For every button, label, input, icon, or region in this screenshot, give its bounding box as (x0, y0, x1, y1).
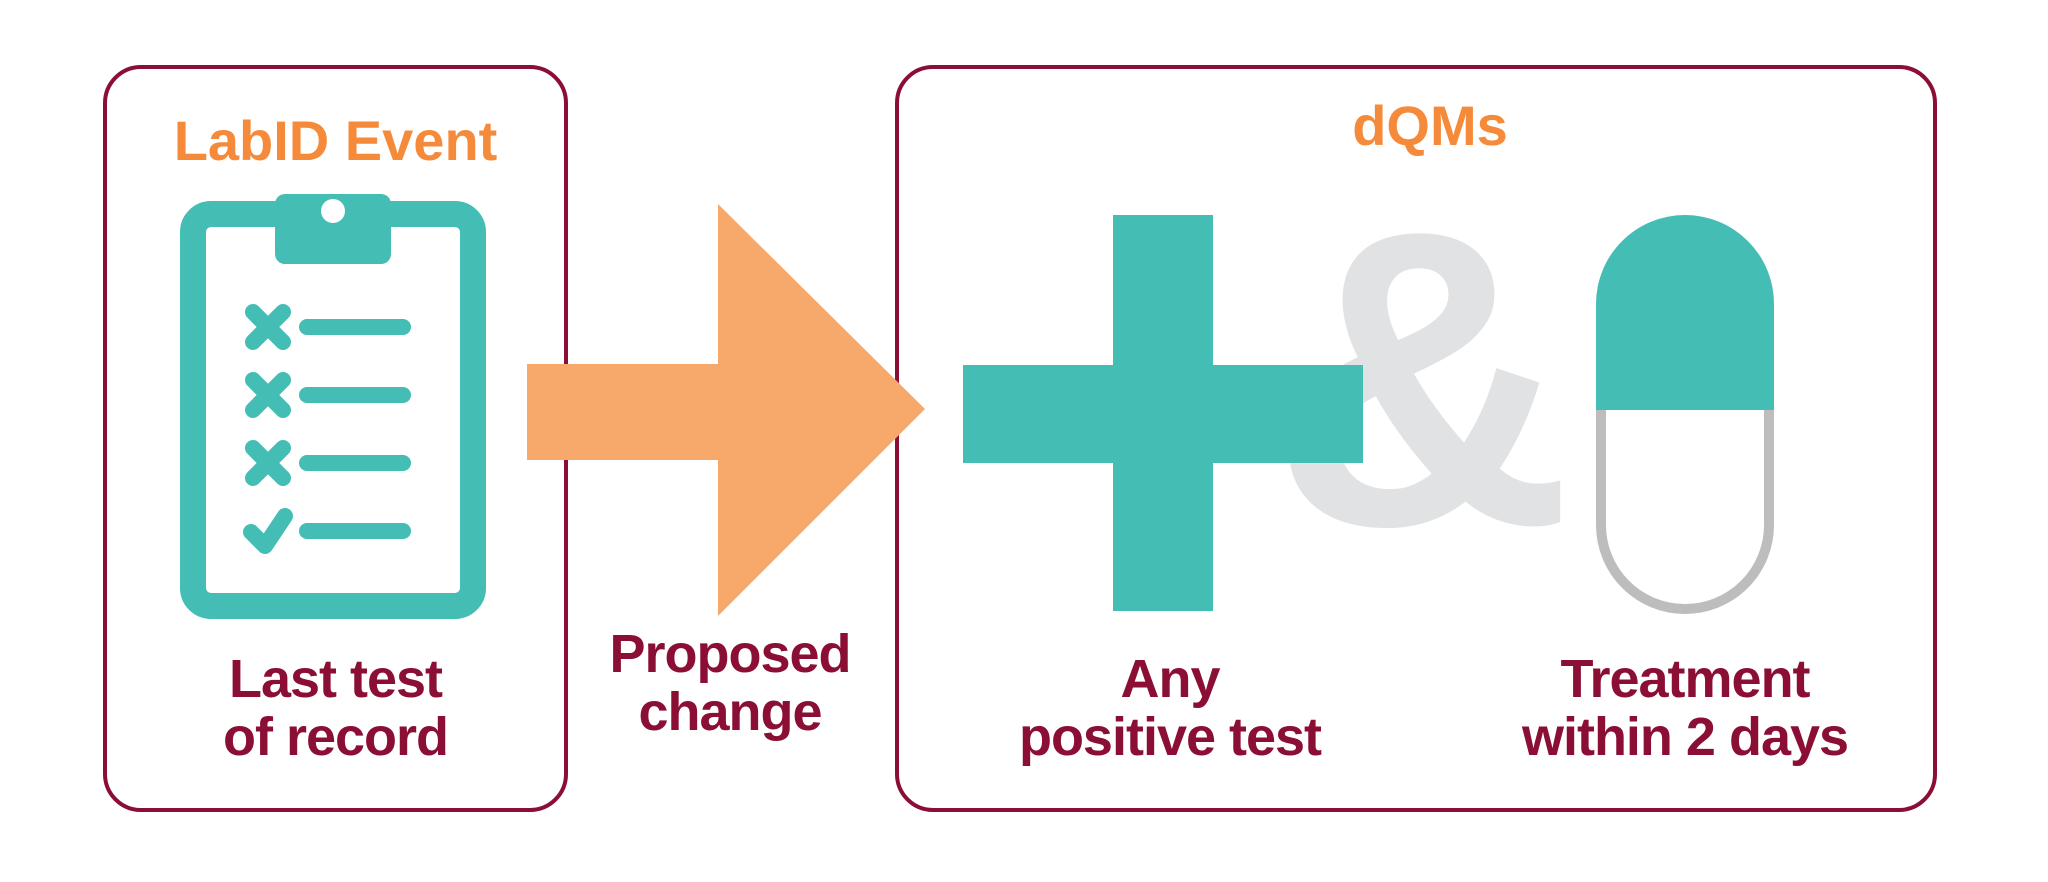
clipboard-checklist-icon (180, 194, 486, 619)
pill-capsule-icon (1596, 215, 1774, 614)
any-positive-test-caption: Any positive test (1018, 649, 1322, 767)
proposed-change-caption: Proposed change (609, 624, 851, 742)
last-test-of-record-caption: Last test of record (222, 649, 449, 767)
arrow-right-icon (527, 204, 925, 616)
dqms-title: dQMs (1352, 94, 1508, 157)
plus-icon (963, 215, 1363, 611)
treatment-within-2-days-caption: Treatment within 2 days (1521, 649, 1849, 767)
labid-event-title: LabID Event (173, 109, 498, 172)
